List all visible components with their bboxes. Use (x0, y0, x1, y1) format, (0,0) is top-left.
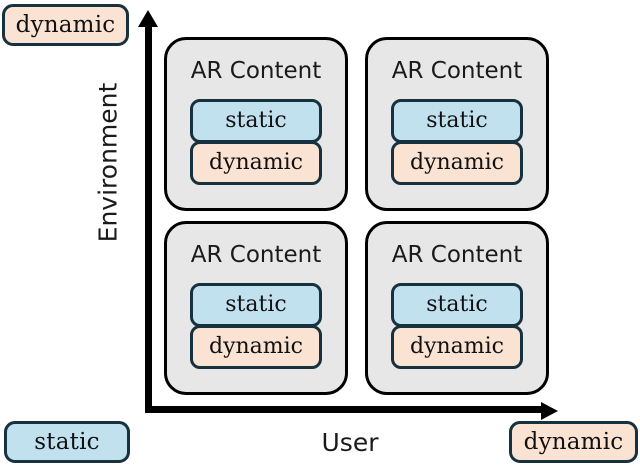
quadrant-title: AR Content (190, 58, 322, 84)
ar-content-stack: static dynamic (391, 99, 523, 185)
quadrant-bottom-right: AR Content static dynamic (365, 221, 549, 395)
y-axis-arrowhead-icon (138, 10, 158, 27)
x-axis-title: User (321, 428, 379, 457)
user-static-badge: static (4, 421, 130, 463)
environment-dynamic-badge: dynamic (2, 4, 129, 46)
ar-content-stack: static dynamic (190, 283, 322, 369)
ar-content-stack: static dynamic (391, 283, 523, 369)
quadrant-title: AR Content (391, 58, 523, 84)
ar-content-dynamic-box: dynamic (190, 141, 322, 185)
quadrant-top-right: AR Content static dynamic (365, 37, 549, 211)
ar-content-static-box: static (190, 99, 322, 143)
ar-content-dynamic-box: dynamic (391, 325, 523, 369)
y-axis-shaft (145, 24, 152, 413)
user-dynamic-badge: dynamic (509, 421, 638, 463)
quadrant-top-left: AR Content static dynamic (164, 37, 348, 211)
x-axis-arrowhead-icon (541, 402, 558, 420)
quadrant-bottom-left: AR Content static dynamic (164, 221, 348, 395)
x-axis-shaft (145, 406, 545, 413)
ar-content-dynamic-box: dynamic (190, 325, 322, 369)
ar-content-static-box: static (190, 283, 322, 327)
y-axis-title: Environment (93, 82, 123, 243)
ar-content-static-box: static (391, 99, 523, 143)
quadrant-title: AR Content (391, 242, 523, 268)
ar-content-dynamic-box: dynamic (391, 141, 523, 185)
quadrant-title: AR Content (190, 242, 322, 268)
ar-content-stack: static dynamic (190, 99, 322, 185)
ar-content-static-box: static (391, 283, 523, 327)
